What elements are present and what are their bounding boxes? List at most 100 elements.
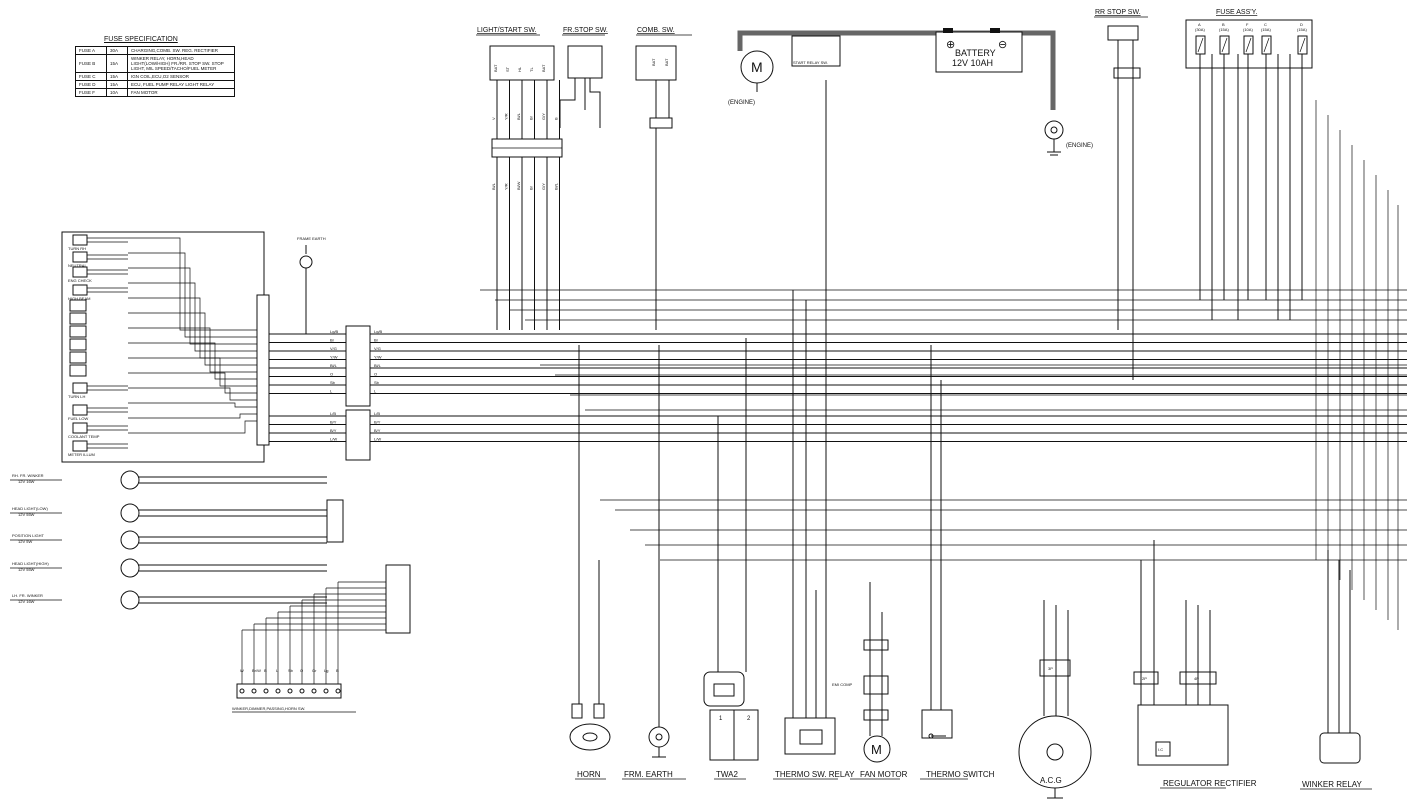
fuse-assy-header: FUSE ASS'Y.: [1216, 9, 1257, 16]
wire-label: B: [554, 117, 559, 120]
wire-label: V/G: [330, 346, 337, 351]
start-relay: [791, 35, 841, 67]
light-start-pin: BAT: [541, 64, 546, 72]
engine-motor-label: (ENGINE): [728, 100, 755, 106]
indicator-label: TURN RH: [68, 246, 86, 251]
wire-label: Br: [374, 338, 379, 343]
wire-label: G/Y: [541, 183, 546, 190]
fuse-letter: F: [1246, 22, 1249, 27]
engine-ground-label: (ENGINE): [1066, 143, 1093, 149]
light-name: RH. FR. WINKER: [12, 473, 44, 478]
fuse-amp: (15A): [1297, 27, 1307, 32]
wire-label: Sb: [374, 380, 380, 385]
comb-sw-header: COMB. SW.: [637, 27, 675, 34]
fuse-letter: A: [1198, 22, 1201, 27]
wire-label: L/W: [374, 437, 381, 442]
wire-label: L/B: [374, 411, 380, 416]
lamp-icon: [120, 503, 140, 523]
battery-spec: 12V 10AH: [952, 58, 993, 68]
svg-text:BAT: BAT: [651, 58, 656, 66]
wire-label: V: [491, 117, 496, 120]
indicator-label: METER ILLUM: [68, 452, 95, 457]
wire-label: G/Y: [541, 113, 546, 120]
wire-label: Y/R: [504, 113, 509, 120]
light-start-switch: [489, 45, 555, 81]
wire-label: Br: [529, 185, 534, 190]
light-start-pin: ST: [505, 66, 510, 72]
indicator-lamp: [72, 382, 88, 394]
fan-motor: [863, 735, 891, 763]
wire-label: B: [336, 668, 339, 673]
svg-text:M: M: [871, 742, 882, 757]
svg-text:I.C: I.C: [1158, 747, 1163, 752]
wire-label: B: [264, 668, 267, 673]
wire-label: Y/W: [330, 355, 338, 360]
wire-label: B/Y: [374, 428, 381, 433]
horn-label: HORN: [577, 770, 601, 779]
winker-relay: [1319, 732, 1361, 764]
light-start-pin: BAT: [493, 64, 498, 72]
frame-earth-bottom: [648, 726, 670, 748]
fuse-amp: (15A): [1219, 27, 1229, 32]
indicator-label: HIGH BEAM: [68, 296, 90, 301]
light-start-header: LIGHT/START SW.: [477, 27, 537, 34]
horn: [569, 723, 611, 751]
light-start-pin: HL: [517, 66, 522, 72]
frm-earth-label: FRM. EARTH: [624, 770, 673, 779]
winker-relay-label: WINKER RELAY: [1302, 780, 1363, 789]
winker-switch-label: WINKER,DIMMER,PASSING,HORN SW.: [232, 706, 305, 711]
connector-upper: [345, 325, 371, 407]
wire-label: O: [300, 668, 303, 673]
wire-label: L/W: [330, 437, 337, 442]
light-spec: 12V 16W: [18, 479, 35, 484]
indicator-lamp: [72, 422, 88, 434]
light-name: LH. FR. WINKER: [12, 593, 43, 598]
wire-label: L: [330, 389, 333, 394]
light-spec: 12V 55W: [18, 567, 35, 572]
thermo-switch: [921, 709, 953, 739]
wire-label: Bl/L: [491, 182, 496, 190]
switch-connector: [385, 564, 411, 634]
svg-text:4P: 4P: [1194, 676, 1199, 681]
fr-stop-header: FR.STOP SW.: [563, 27, 608, 34]
battery-label: BATTERY: [955, 48, 996, 58]
svg-text:BAT: BAT: [664, 58, 669, 66]
indicator-label: TURN LH: [68, 394, 85, 399]
comb-switch: [635, 45, 677, 81]
engine-ground-terminal: [1044, 120, 1064, 140]
rr-stop-header: RR STOP SW.: [1095, 9, 1141, 16]
svg-text:⊕: ⊕: [946, 39, 955, 51]
lamp-icon: [120, 470, 140, 490]
regulator-label: REGULATOR RECTIFIER: [1163, 779, 1257, 788]
wire-label: V/G: [374, 346, 381, 351]
wire-label: B/Y: [330, 420, 337, 425]
twa2-label: TWA2: [716, 770, 738, 779]
wire-label: Bl/L: [330, 363, 338, 368]
lamp-icon: [120, 590, 140, 610]
wire-label: L: [374, 389, 377, 394]
svg-text:2: 2: [747, 716, 751, 722]
wire-label: Br: [529, 115, 534, 120]
indicator-label: FUEL LOW: [68, 416, 89, 421]
wire-label: Bl/W: [516, 181, 521, 190]
meter-cluster: [61, 231, 265, 463]
wire-label: Lg/B: [374, 329, 383, 334]
rr-stop-switch: [1107, 25, 1139, 41]
indicator-lamp: [72, 284, 88, 296]
light-spec: 12V 16W: [18, 599, 35, 604]
indicator-lamp: [72, 251, 88, 263]
acg-label: A.C.G: [1040, 776, 1062, 785]
wire-label: Gr: [312, 668, 317, 673]
svg-text:M: M: [751, 59, 763, 75]
frame-earth-label: FRAME EARTH: [297, 236, 326, 241]
frame-earth-terminal: [299, 255, 313, 269]
wire-label: B/Y: [330, 428, 337, 433]
svg-text:2P: 2P: [1142, 676, 1147, 681]
wire-label: Sb: [288, 668, 294, 673]
indicator-lamp: [72, 440, 88, 452]
fan-motor-label: FAN MOTOR: [860, 770, 908, 779]
fuse-letter: B: [1222, 22, 1225, 27]
indicator-label: COOLANT TEMP: [68, 434, 100, 439]
